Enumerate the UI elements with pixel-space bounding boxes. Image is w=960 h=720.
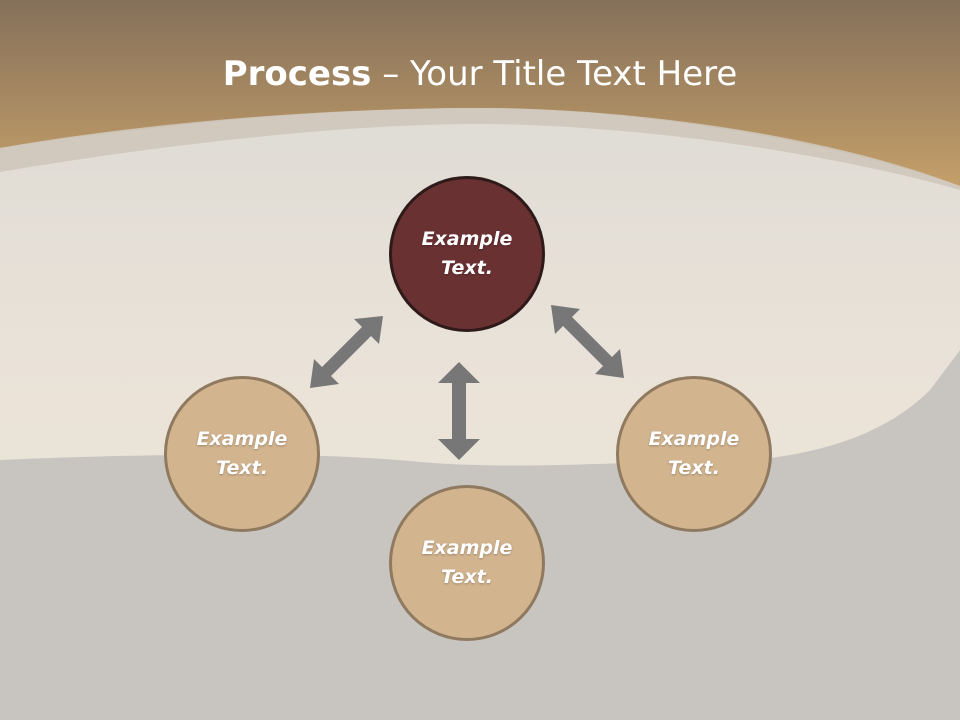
node-left: Example Text.: [164, 376, 320, 532]
node-bottom-label: Example Text.: [421, 537, 513, 588]
slide-title: Process – Your Title Text Here: [0, 50, 960, 98]
node-bottom: Example Text.: [389, 485, 545, 641]
arrow-vertical: [438, 362, 480, 460]
node-right-label: Example Text.: [648, 428, 740, 479]
title-rest: – Your Title Text Here: [371, 54, 738, 94]
node-right: Example Text.: [616, 376, 772, 532]
header-arc-light: [0, 108, 960, 190]
title-bold: Process: [222, 54, 372, 94]
node-left-label: Example Text.: [196, 428, 288, 479]
arrow-top-left: [310, 316, 383, 388]
arrow-top-right: [551, 305, 624, 378]
header-band: [0, 0, 960, 186]
node-top-label: Example Text.: [421, 228, 513, 279]
node-top: Example Text.: [389, 176, 545, 332]
